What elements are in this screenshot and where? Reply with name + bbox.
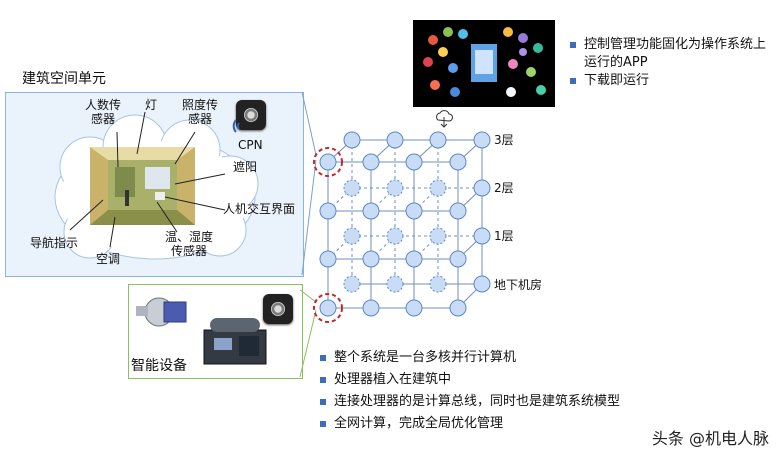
processor-node: [406, 300, 422, 316]
app-display: [413, 20, 555, 107]
processor-node: [430, 228, 446, 244]
processor-node: [387, 228, 403, 244]
floor-label-1: 1层: [494, 227, 514, 244]
processor-node: [406, 154, 422, 170]
processor-node: [430, 132, 446, 148]
floor-label-2: 2层: [494, 179, 514, 196]
processor-node: [450, 251, 466, 267]
app-bullet-item: 控制管理功能固化为操作系统上运行的APP: [568, 36, 768, 72]
processor-node: [344, 132, 360, 148]
processor-node: [430, 180, 446, 196]
processor-node: [363, 251, 379, 267]
processor-node: [363, 203, 379, 219]
system-bullet-list: 整个系统是一台多核并行计算机 处理器植入在建筑中 连接处理器的是计算总线，同时也…: [318, 349, 718, 433]
processor-node: [474, 180, 490, 196]
processor-node: [406, 251, 422, 267]
processor-node: [450, 154, 466, 170]
floor-label-3: 3层: [494, 131, 514, 148]
processor-node: [474, 132, 490, 148]
app-icons-graphic: [413, 20, 555, 107]
processor-node: [450, 300, 466, 316]
processor-node: [363, 300, 379, 316]
processor-node: [450, 203, 466, 219]
processor-grid: [310, 125, 500, 325]
processor-node: [430, 276, 446, 292]
processor-node: [474, 228, 490, 244]
processor-node: [344, 228, 360, 244]
processor-node: [387, 180, 403, 196]
system-bullet-item: 整个系统是一台多核并行计算机: [318, 349, 718, 367]
processor-node: [320, 251, 336, 267]
processor-node: [387, 276, 403, 292]
watermark: 头条 @机电人脉: [652, 425, 769, 449]
processor-nodes: [320, 132, 490, 316]
system-bullet-item: 处理器植入在建筑中: [318, 371, 718, 389]
processor-node: [363, 154, 379, 170]
processor-node: [344, 276, 360, 292]
processor-node: [320, 154, 336, 170]
processor-node: [320, 300, 336, 316]
processor-node: [406, 203, 422, 219]
processor-node: [344, 180, 360, 196]
processor-node: [474, 276, 490, 292]
app-bullet-list: 控制管理功能固化为操作系统上运行的APP 下载即运行: [568, 36, 768, 90]
processor-node: [320, 203, 336, 219]
app-bullet-item: 下载即运行: [568, 72, 768, 90]
floor-label-basement: 地下机房: [494, 276, 542, 293]
system-bullet-item: 连接处理器的是计算总线，同时也是建筑系统模型: [318, 393, 718, 411]
processor-node: [387, 132, 403, 148]
